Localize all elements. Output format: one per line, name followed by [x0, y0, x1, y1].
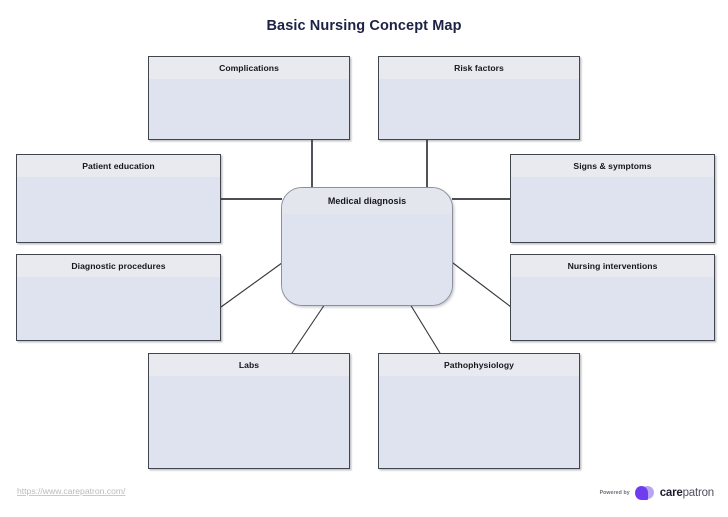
node-diagnostic-procedures[interactable]: Diagnostic procedures — [16, 254, 221, 341]
node-signs-symptoms[interactable]: Signs & symptoms — [510, 154, 715, 243]
node-label: Medical diagnosis — [327, 196, 407, 206]
node-header: Signs & symptoms — [511, 155, 714, 177]
carepatron-wordmark: carepatron — [660, 487, 714, 499]
carepatron-branding: Powered by carepatron — [600, 484, 714, 501]
node-content-area[interactable] — [149, 79, 349, 139]
node-label: Signs & symptoms — [573, 161, 652, 171]
node-labs[interactable]: Labs — [148, 353, 350, 469]
edge-labs — [291, 303, 326, 354]
carepatron-url-link[interactable]: https://www.carepatron.com/ — [17, 486, 126, 496]
wordmark-care: care — [659, 486, 683, 499]
node-header: Risk factors — [379, 57, 579, 79]
node-label: Nursing interventions — [567, 261, 658, 271]
edge-diagnostic-procedures — [220, 259, 287, 308]
node-content-area[interactable] — [511, 277, 714, 340]
node-content-area[interactable] — [379, 376, 579, 468]
page-title: Basic Nursing Concept Map — [266, 18, 462, 34]
edge-nursing-interventions — [448, 259, 512, 308]
node-label: Pathophysiology — [444, 360, 514, 370]
node-content-area[interactable] — [379, 79, 579, 139]
node-medical-diagnosis[interactable]: Medical diagnosis — [281, 187, 453, 306]
node-label: Risk factors — [454, 63, 504, 73]
wordmark-patron: patron — [682, 486, 715, 499]
node-complications[interactable]: Complications — [148, 56, 350, 140]
node-header: Patient education — [17, 155, 220, 177]
node-content-area[interactable] — [149, 376, 349, 468]
edge-pathophysiology — [409, 303, 441, 354]
node-content-area[interactable] — [282, 214, 452, 305]
node-nursing-interventions[interactable]: Nursing interventions — [510, 254, 715, 341]
node-patient-education[interactable]: Patient education — [16, 154, 221, 243]
node-header: Pathophysiology — [379, 354, 579, 376]
node-header: Medical diagnosis — [282, 188, 452, 214]
node-header: Diagnostic procedures — [17, 255, 220, 277]
node-content-area[interactable] — [511, 177, 714, 242]
node-pathophysiology[interactable]: Pathophysiology — [378, 353, 580, 469]
node-content-area[interactable] — [17, 277, 220, 340]
node-header: Complications — [149, 57, 349, 79]
powered-by-label: Powered by — [599, 489, 630, 496]
node-label: Labs — [238, 360, 260, 370]
node-content-area[interactable] — [17, 177, 220, 242]
node-header: Labs — [149, 354, 349, 376]
node-label: Complications — [219, 63, 279, 73]
carepatron-logo-icon — [635, 484, 655, 501]
node-header: Nursing interventions — [511, 255, 714, 277]
node-risk-factors[interactable]: Risk factors — [378, 56, 580, 140]
node-label: Patient education — [82, 161, 155, 171]
node-label: Diagnostic procedures — [71, 261, 166, 271]
